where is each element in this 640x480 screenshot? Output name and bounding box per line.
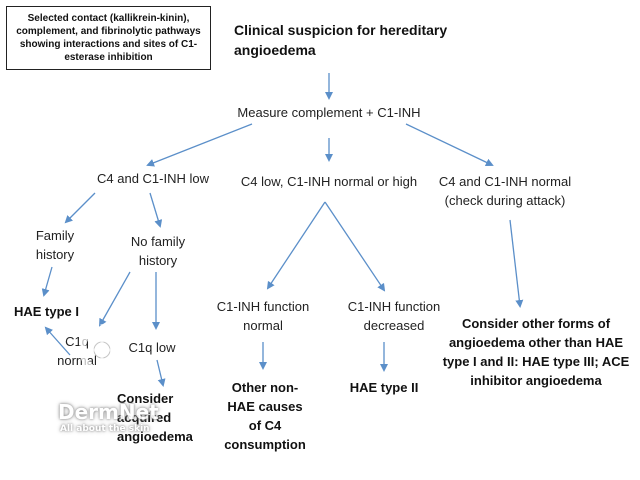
c1inh-function-normal-node: C1-INH function normal (216, 299, 310, 333)
branch-normal-node: C4 and C1-INH normal (check during attac… (438, 174, 572, 208)
title-node: Clinical suspicion for hereditary angioe… (234, 22, 448, 58)
c1q-low-node: C1q low (128, 340, 176, 355)
figure-caption: Selected contact (kallikrein-kinin), com… (6, 6, 211, 70)
acquired-angioedema-node: Consider acquired angioedema (117, 391, 193, 444)
arrow-c1q-low-to-acquired (156, 359, 166, 387)
hae-type-1-node: HAE type I (14, 304, 80, 319)
other-non-hae-causes-node: Other non- HAE causes of C4 consumption (224, 380, 306, 452)
c1inh-function-decreased-node: C1-INH function decreased (347, 299, 441, 333)
other-angioedema-forms-node: Consider other forms of angioedema other… (442, 316, 630, 388)
arrow-low-to-family (64, 192, 96, 224)
dermnet-watermark: DermNet All about the skin (30, 318, 160, 438)
measure-node: Measure complement + C1-INH (237, 105, 421, 120)
arrow-nofamily-to-c1q-normal (99, 271, 131, 327)
no-family-history-node: No family history (130, 234, 186, 268)
hae-type-2-node: HAE type II (349, 380, 419, 395)
branch-mid-node: C4 low, C1-INH normal or high (240, 174, 418, 189)
arrow-mid-to-func-decreased (324, 201, 386, 292)
arrow-normal-to-other-forms (509, 219, 524, 308)
arrow-measure-to-low (146, 123, 253, 167)
branch-low-node: C4 and C1-INH low (97, 171, 209, 186)
arrow-measure-to-normal (405, 123, 494, 167)
dermnet-watermark-tagline: All about the skin (60, 424, 150, 434)
dermnet-logo-icon (76, 324, 128, 376)
dermnet-watermark-brand: DermNet (58, 400, 159, 424)
arrow-family-to-hae1 (41, 266, 53, 297)
family-history-node: Family history (35, 228, 75, 262)
arrow-c1q-normal-to-hae1 (44, 326, 71, 356)
arrow-mid-to-func-normal (266, 201, 326, 290)
arrow-low-to-nofamily (149, 192, 163, 228)
